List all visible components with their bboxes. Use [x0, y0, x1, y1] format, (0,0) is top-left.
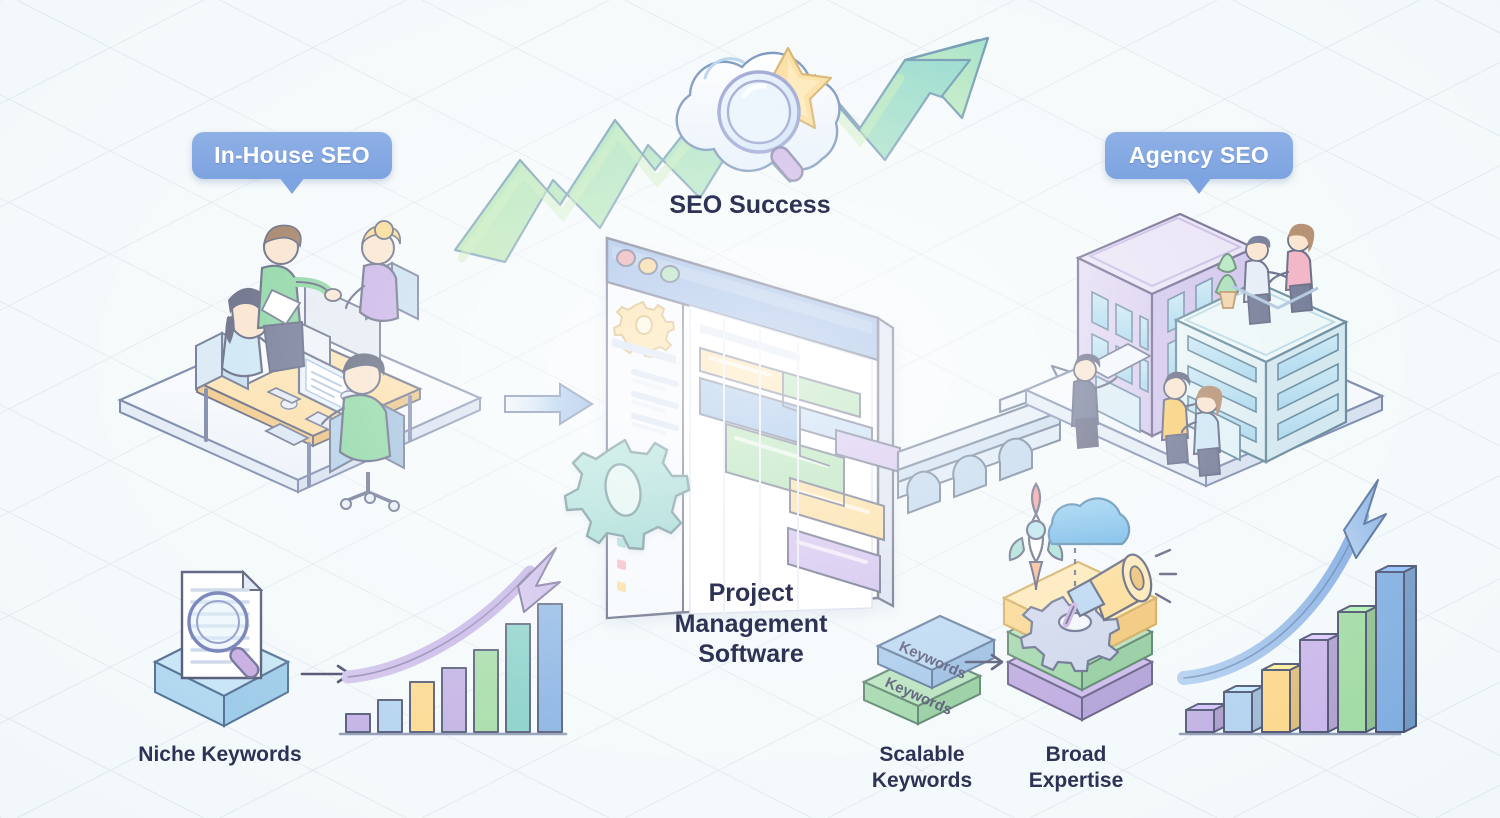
chart-bar [409, 681, 435, 733]
caption-pms-line-1: Project [708, 579, 794, 607]
badge-agency-seo[interactable]: Agency SEO [1105, 132, 1293, 179]
right-growth-chart [1177, 479, 1417, 736]
in-house-team-scene [117, 220, 483, 512]
chart-bar [1261, 669, 1291, 733]
left-growth-chart [338, 547, 568, 736]
chart-bar [1337, 611, 1367, 733]
caption-project-management-software: Project Management Software [640, 578, 862, 670]
project-management-browser-window [605, 236, 901, 620]
caption-scalable-line-2: Keywords [871, 768, 973, 792]
chart-bar [377, 699, 403, 733]
keyword-blocks: Keywords Keywords [861, 614, 997, 726]
caption-pms-line-3: Software [698, 640, 804, 668]
chart-bar [441, 667, 467, 733]
cloud-icon-small [1047, 497, 1131, 546]
badge-agency-seo-label: Agency SEO [1128, 142, 1270, 168]
caption-pms-line-2: Management [674, 609, 828, 638]
scalable-platform-scene [1001, 482, 1178, 722]
arrow-right-icon [504, 382, 594, 426]
chart-bar [473, 649, 499, 733]
caption-niche-keywords: Niche Keywords [138, 743, 302, 766]
caption-scalable-line-1: Scalable [879, 743, 965, 766]
chart-bar [505, 623, 531, 733]
caption-broad-expertise: Broad Expertise [1028, 743, 1124, 792]
document-search-icon [152, 569, 291, 728]
chart-bar [1375, 571, 1405, 733]
chart-bar [537, 603, 563, 733]
badge-in-house-seo-label: In-House SEO [214, 142, 370, 168]
agency-building-scene [1023, 212, 1385, 488]
chart-bar [1223, 691, 1253, 733]
chart-bar [345, 713, 371, 733]
chart-bar [1185, 709, 1215, 733]
caption-seo-success: SEO Success [669, 191, 831, 219]
chart-bar [1299, 639, 1329, 733]
caption-scalable-keywords: Scalable Keywords [852, 742, 992, 793]
chart-bar [1403, 565, 1417, 733]
badge-in-house-seo[interactable]: In-House SEO [192, 132, 392, 179]
